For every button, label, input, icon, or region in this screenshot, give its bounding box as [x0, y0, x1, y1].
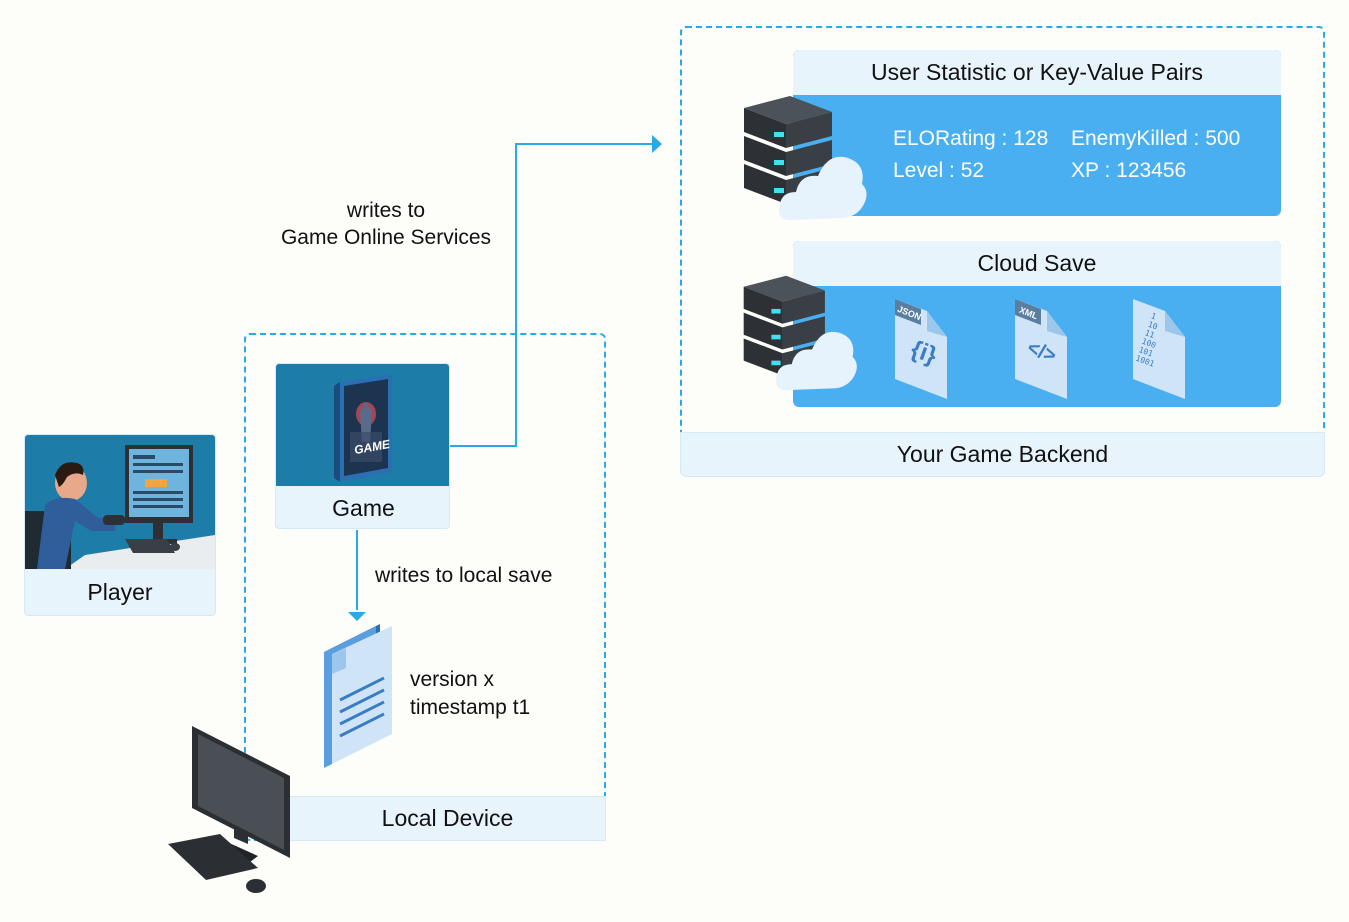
online-arrow-caption-line1: writes to: [346, 199, 426, 222]
server-cloud-icon-2: [743, 275, 857, 391]
stat-xp: XP : 123456: [1071, 159, 1187, 182]
stat-level: Level : 52: [893, 159, 985, 182]
desktop-computer-icon: [168, 726, 290, 893]
online-arrow-head: [652, 135, 662, 153]
backend-label: Your Game Backend: [680, 432, 1325, 477]
xml-file-icon: [1015, 299, 1067, 399]
game-label: Game: [332, 495, 395, 521]
local-device-label: Local Device: [289, 796, 606, 841]
binary-file-icon: [1133, 299, 1185, 399]
stats-title: User Statistic or Key-Value Pairs: [871, 59, 1203, 85]
player-card: Player: [24, 434, 216, 616]
game-card[interactable]: GAME Game: [275, 363, 450, 529]
local-save-arrow-caption: writes to local save: [375, 564, 553, 587]
cloud-save-card: Cloud Save JSON {i} XML </> 1 10 11 100 …: [793, 241, 1281, 407]
game-cartridge-icon: [334, 374, 392, 482]
local-device-label-text: Local Device: [381, 805, 514, 831]
stats-card: User Statistic or Key-Value Pairs ELORat…: [793, 50, 1281, 216]
local-save-timestamp-line: timestamp t1: [410, 696, 531, 719]
online-arrow-caption: writes to Game Online Services: [260, 197, 512, 251]
json-file-icon: [895, 299, 947, 399]
backend-label-text: Your Game Backend: [896, 441, 1109, 467]
stat-enemy-killed: EnemyKilled : 500: [1071, 127, 1241, 150]
cloud-save-title-bar: Cloud Save: [793, 241, 1281, 286]
server-cloud-icon: [744, 96, 867, 220]
local-save-version-line: version x: [410, 668, 495, 691]
local-save-file-icon: [324, 624, 392, 768]
online-arrow-caption-line2: Game Online Services: [280, 226, 492, 249]
cloud-save-title: Cloud Save: [977, 250, 1097, 276]
local-save-version: version x timestamp t1: [410, 666, 530, 722]
player-illustration: [25, 435, 215, 569]
player-label: Player: [87, 579, 153, 605]
stats-title-bar: User Statistic or Key-Value Pairs: [793, 50, 1281, 95]
stat-elo: ELORating : 128: [893, 127, 1049, 150]
